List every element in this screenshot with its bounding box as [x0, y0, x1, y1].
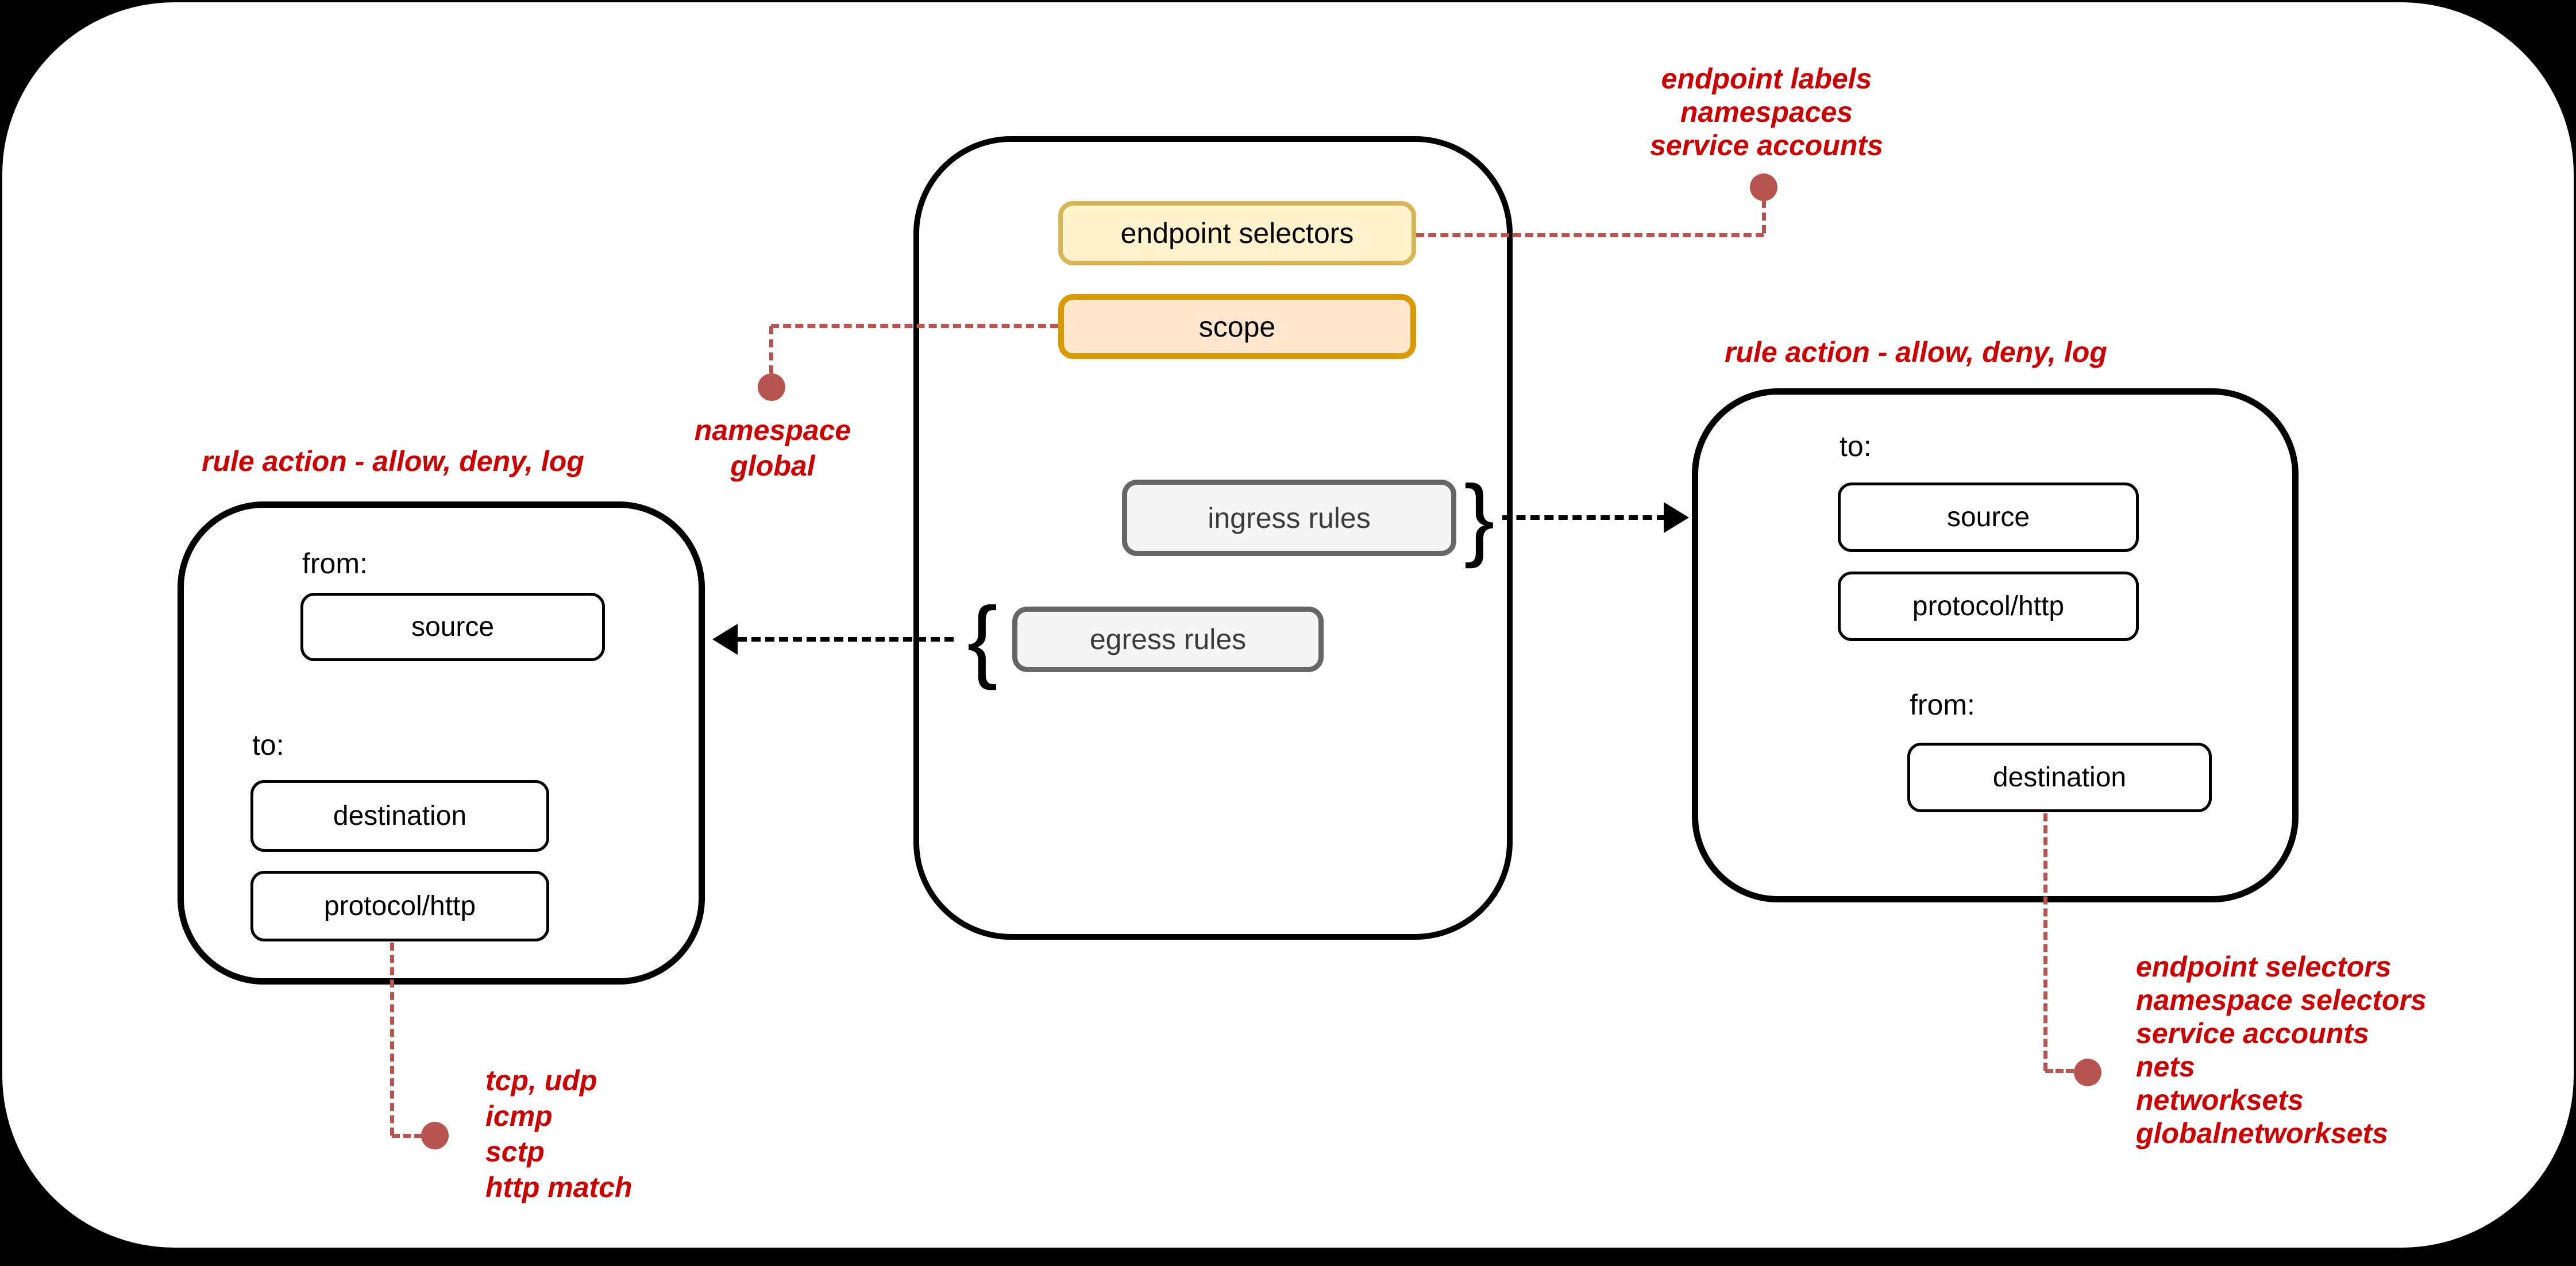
endpoint-annotation-line: service accounts	[1650, 129, 1883, 161]
ingress-rules-label: ingress rules	[1208, 501, 1371, 534]
scope-annotation: namespace global	[658, 412, 888, 484]
destination-annotation-line: nets	[2136, 1051, 2195, 1083]
destination-annotation-line: globalnetworksets	[2136, 1117, 2388, 1149]
scope-label: scope	[1198, 310, 1276, 343]
scope-node: scope	[1058, 294, 1416, 359]
protocol-annotation-line: http match	[485, 1171, 633, 1203]
ingress-close-brace: }	[1464, 466, 1495, 569]
egress-protocol-label: protocol/http	[323, 891, 476, 921]
endpoint-connector-vertical	[1762, 200, 1766, 233]
protocol-connector-dot	[421, 1122, 449, 1149]
egress-rules-node: egress rules	[1012, 607, 1324, 672]
destination-annotation-line: networksets	[2136, 1084, 2304, 1116]
destination-annotation: endpoint selectors namespace selectors s…	[2136, 950, 2427, 1150]
endpoint-connector-dot	[1750, 173, 1777, 201]
protocol-annotation-line: tcp, udp	[485, 1064, 597, 1097]
ingress-rule-box	[1692, 388, 2299, 902]
protocol-annotation-line: sctp	[485, 1136, 545, 1168]
ingress-to-label: to:	[1840, 430, 1872, 462]
destination-connector-vertical	[2043, 813, 2047, 1071]
egress-source-label: source	[411, 612, 495, 642]
endpoint-connector-horizontal	[1416, 233, 1764, 237]
egress-protocol-node: protocol/http	[250, 871, 549, 941]
destination-annotation-line: namespace selectors	[2136, 984, 2427, 1016]
egress-destination-node: destination	[250, 780, 549, 852]
egress-destination-label: destination	[333, 801, 467, 831]
egress-rule-action-annotation: rule action - allow, deny, log	[202, 445, 584, 477]
endpoint-annotation: endpoint labels namespaces service accou…	[1591, 62, 1942, 162]
egress-arrow-line	[738, 637, 954, 642]
ingress-rule-action-annotation: rule action - allow, deny, log	[1725, 336, 2107, 368]
destination-connector-dot	[2074, 1059, 2101, 1086]
ingress-arrow-line	[1502, 515, 1666, 520]
ingress-destination-node: destination	[1907, 743, 2212, 812]
scope-connector-dot	[758, 373, 785, 401]
protocol-annotation-line: icmp	[485, 1100, 553, 1132]
destination-annotation-line: service accounts	[2136, 1017, 2369, 1049]
destination-connector-horizontal	[2045, 1069, 2074, 1073]
egress-arrowhead-icon	[712, 624, 738, 655]
scope-annotation-line: global	[730, 450, 815, 482]
scope-annotation-line: namespace	[694, 414, 851, 446]
scope-connector-horizontal	[771, 324, 1058, 328]
endpoint-selectors-node: endpoint selectors	[1058, 201, 1416, 265]
egress-to-label: to:	[252, 729, 284, 761]
ingress-arrowhead-icon	[1664, 502, 1689, 533]
ingress-protocol-label: protocol/http	[1912, 591, 2065, 622]
endpoint-selectors-label: endpoint selectors	[1120, 217, 1354, 249]
egress-rules-label: egress rules	[1089, 623, 1247, 655]
endpoint-annotation-line: namespaces	[1680, 96, 1853, 128]
ingress-destination-label: destination	[1992, 762, 2127, 793]
ingress-from-label: from:	[1910, 689, 1975, 721]
protocol-connector-horizontal	[392, 1134, 422, 1138]
ingress-source-label: source	[1946, 502, 2030, 532]
egress-source-node: source	[300, 593, 605, 661]
endpoint-annotation-line: endpoint labels	[1661, 63, 1872, 95]
destination-annotation-line: endpoint selectors	[2136, 951, 2392, 983]
protocol-connector-vertical	[390, 943, 394, 1136]
protocol-annotation: tcp, udp icmp sctp http match	[485, 1063, 633, 1205]
ingress-source-node: source	[1838, 483, 2139, 552]
egress-from-label: from:	[302, 547, 368, 580]
ingress-rules-node: ingress rules	[1122, 480, 1456, 556]
scope-connector-vertical	[769, 326, 773, 373]
ingress-protocol-node: protocol/http	[1838, 572, 2139, 641]
egress-open-brace: {	[967, 588, 998, 690]
